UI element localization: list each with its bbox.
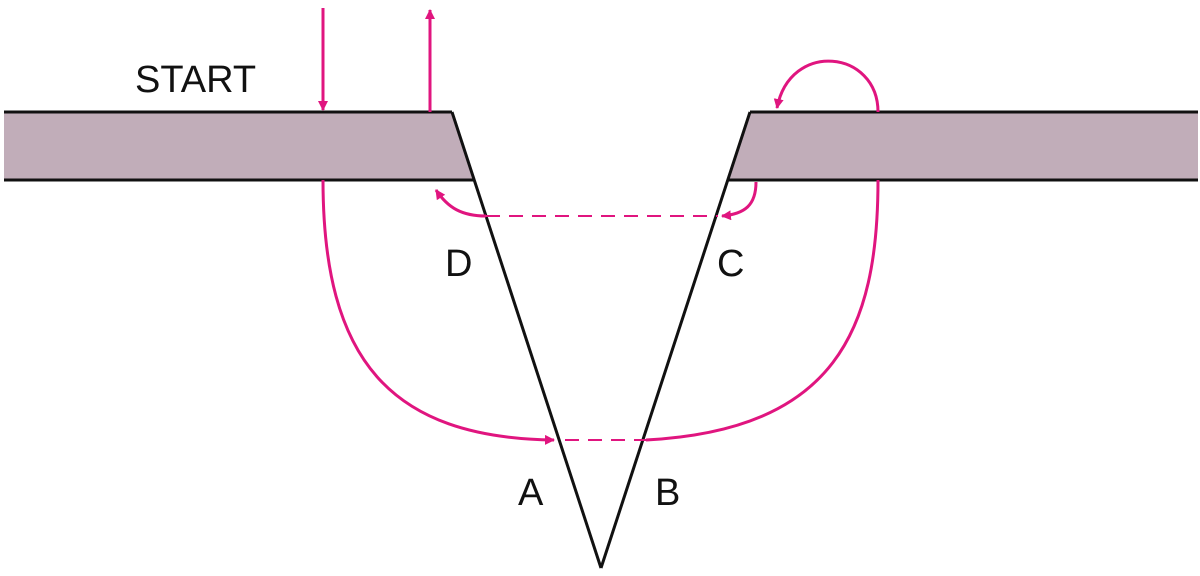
left-slab <box>4 112 474 180</box>
point-c-label: C <box>717 243 744 285</box>
point-d-label: D <box>445 243 472 285</box>
path-slab-to-c <box>722 182 756 216</box>
point-b-label: B <box>655 472 680 514</box>
path-loop-over-slab <box>777 61 878 112</box>
path-b-to-slab <box>646 180 878 440</box>
path-start-to-a <box>323 180 554 440</box>
point-a-label: A <box>518 472 544 514</box>
start-label: START <box>135 59 256 101</box>
right-slab <box>728 112 1198 180</box>
